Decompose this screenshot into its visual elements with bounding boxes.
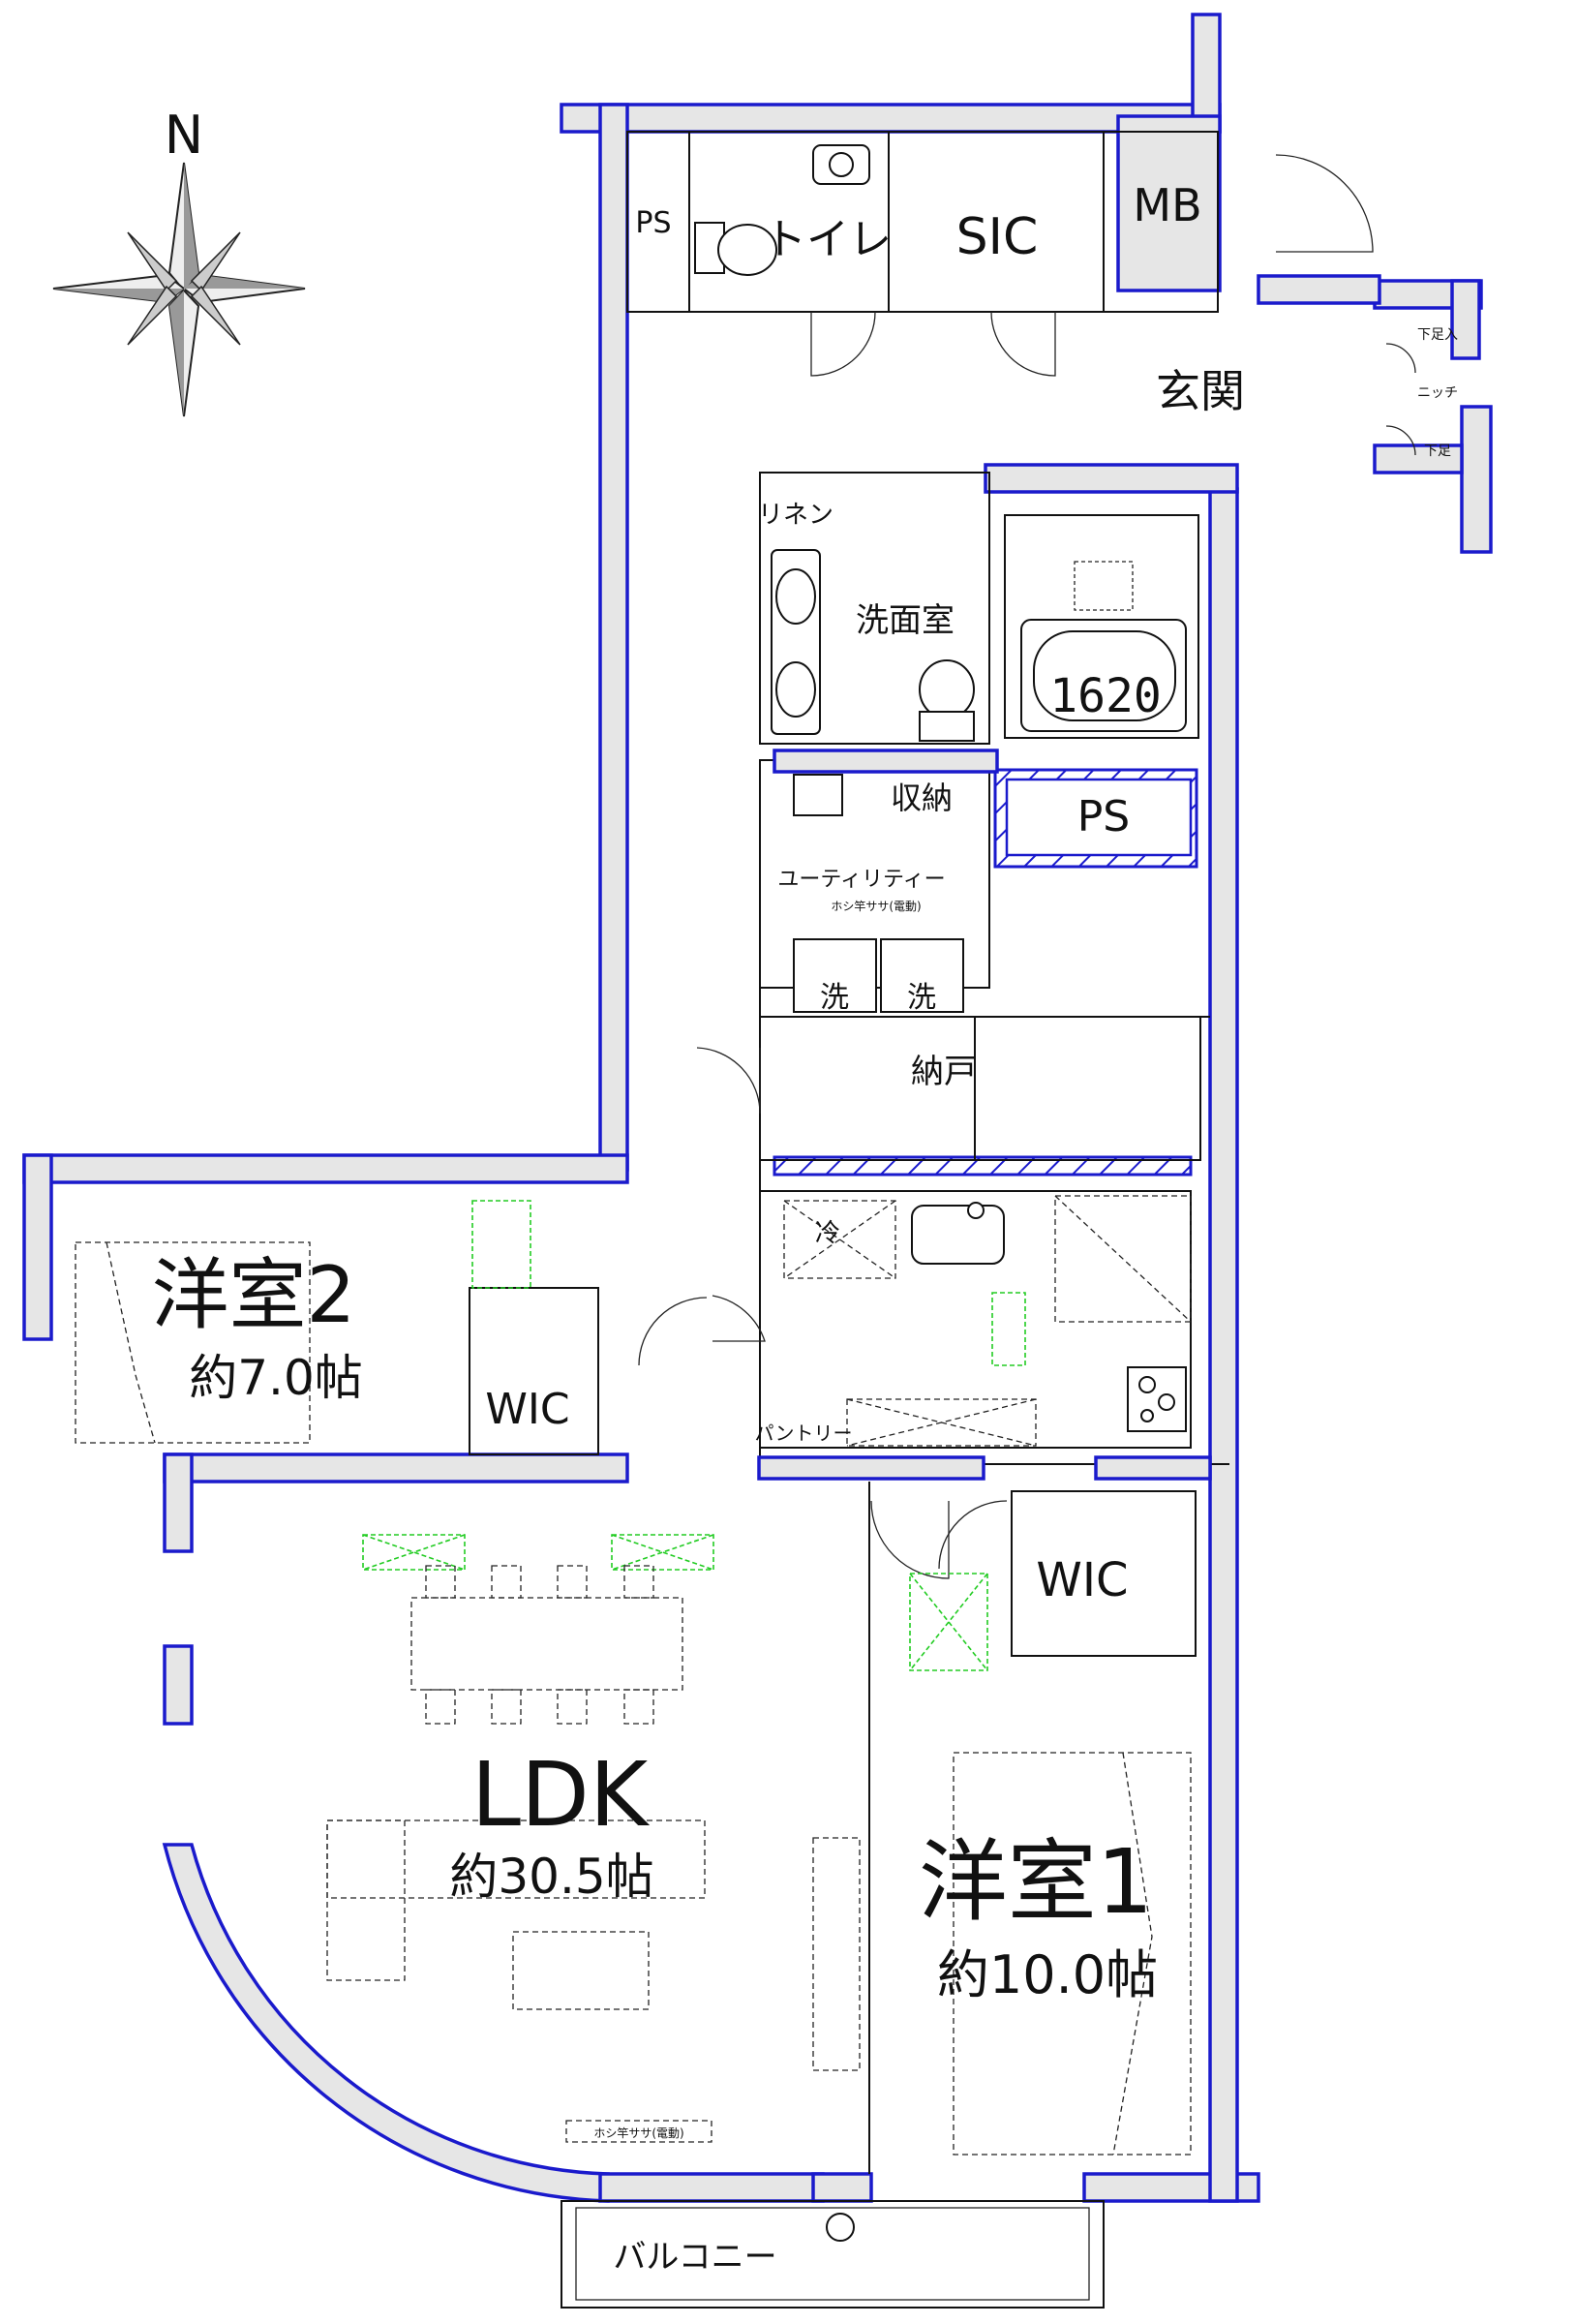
bed-room2: [75, 1241, 311, 1444]
bathtub-icon: [1020, 561, 1187, 732]
kitchen-counter: [846, 1195, 1192, 1447]
door-swings: [638, 154, 1416, 1579]
room-label-room1-size: 約10.0帖: [937, 1944, 1158, 2005]
room-label-toilet: トイレ: [764, 215, 892, 264]
wic-label-left: WIC: [485, 1385, 569, 1434]
pantry-label: パントリー: [755, 1422, 853, 1445]
room-label-sic: SIC: [956, 208, 1039, 266]
fridge-icon: [783, 1200, 896, 1279]
room-label-balcony: バルコニー: [613, 2238, 776, 2277]
washing-machine-icon: [793, 774, 964, 1013]
exterior-walls: [22, 13, 1493, 2203]
fridge-label: 冷: [815, 1219, 840, 1248]
ldk-note-label: ホシ竿ササ(電動): [593, 2125, 683, 2140]
room-label-nando: 納戸: [911, 1053, 977, 1091]
room-label-ldk-name: LDK: [471, 1743, 651, 1847]
room-label-ps-top: PS: [635, 206, 671, 240]
room-label-entrance: 玄関: [1156, 365, 1245, 417]
washer-label-1: 洗: [820, 981, 849, 1015]
washer-label-2: 洗: [907, 981, 936, 1015]
washroom-bottom-wall: [773, 749, 999, 774]
room-label-shoe-bottom: 下足: [1424, 443, 1451, 459]
room1-wic-wall: [1094, 1455, 1212, 1481]
washbasin-icon: [771, 549, 821, 735]
room-label-linen: リネン: [758, 501, 833, 530]
bed-room1: [953, 1752, 1192, 2156]
room-label-room1-name: 洋室1: [919, 1830, 1154, 1934]
room-label-room2-size: 約7.0帖: [189, 1350, 363, 1406]
wic-label-right: WIC: [1036, 1553, 1128, 1607]
compass-north-label: N: [165, 105, 203, 166]
room-label-niche: ニッチ: [1417, 385, 1458, 401]
utility-note-label: ホシ竿ササ(電動): [831, 899, 921, 913]
toilet-fixture-icon: [694, 144, 870, 276]
room-label-room2-name: 洋室2: [152, 1250, 356, 1340]
room-label-washroom: 洗面室: [856, 601, 955, 640]
compass-rose-icon: [52, 162, 306, 417]
room-label-ldk-size: 約30.5帖: [449, 1849, 653, 1905]
room-label-storage: 収納: [891, 780, 953, 816]
room-label-shoe-top: 下足入: [1417, 327, 1458, 343]
room-label-mb: MB: [1133, 179, 1201, 231]
green-furniture: [362, 1200, 1026, 1671]
ldk-furniture: [326, 1565, 861, 2143]
room-label-ps-mid: PS: [1077, 792, 1130, 841]
bath-size-label: 1620: [1049, 669, 1162, 723]
kitchen-sink-icon: [911, 1202, 1005, 1265]
room-label-utility: ユーティリティー: [777, 868, 945, 892]
ldk-room1-wall: [757, 1455, 985, 1481]
washroom-toilet-icon: [919, 659, 975, 742]
stove-icon: [1127, 1366, 1187, 1432]
balcony: [561, 2200, 1105, 2309]
nando-hatch-wall: [773, 1155, 1193, 1177]
